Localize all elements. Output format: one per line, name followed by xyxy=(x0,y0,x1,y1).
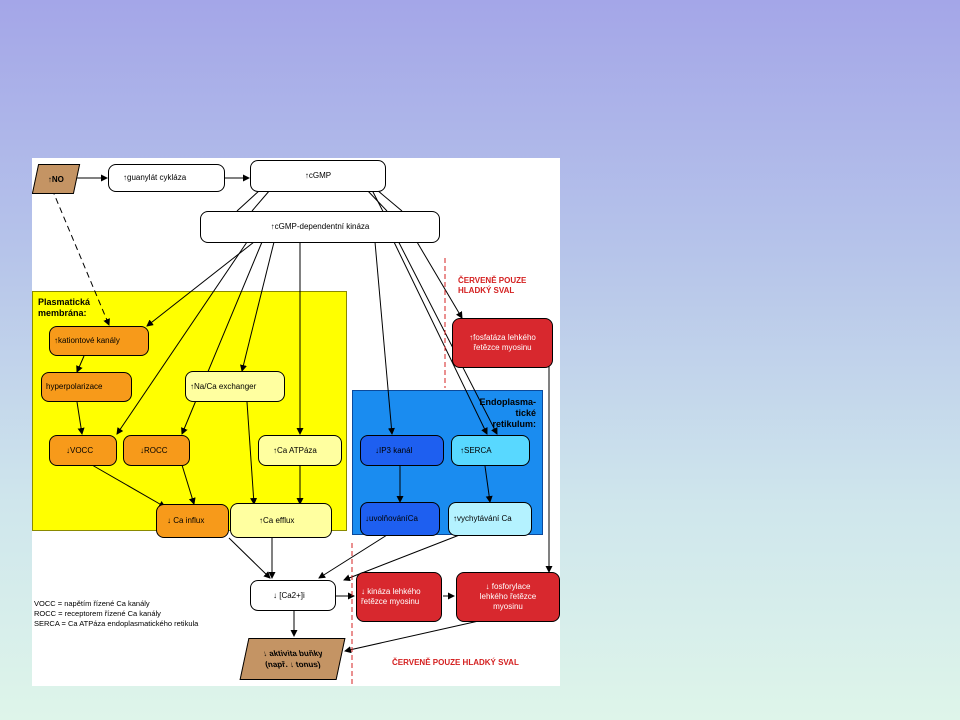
arrow-no-kationtove-dashed xyxy=(51,188,110,326)
fosfataza-line1: ↑fosfatáza lehkého xyxy=(469,333,536,342)
arrow-kinaza-fosfataza xyxy=(416,241,463,319)
legend-line-vocc: VOCC = napětím řízené Ca kanály xyxy=(34,599,150,608)
cgmp-node: ↑cGMP xyxy=(250,160,386,192)
kinaza-lehkeho-node: ↓ kináza lehkého řetězce myosinu xyxy=(356,572,442,622)
ca-efflux-node: ↑Ca efflux xyxy=(230,503,332,538)
kationtove-label: ↑kationtové kanály xyxy=(54,336,120,345)
arrow-kinaza-naca xyxy=(240,241,275,372)
cainflux-label: ↓ Ca influx xyxy=(167,516,205,525)
aktivita-text: ↓ aktivita buňky (např. ↓ tonus) xyxy=(261,648,324,670)
vocc-node: ↓VOCC xyxy=(49,435,117,466)
arrow-kinaza-vocc xyxy=(116,241,248,435)
arrow-kinaza-ip3 xyxy=(374,241,395,435)
hyperpolarizace-node: hyperpolarizace xyxy=(41,372,132,402)
rocc-node: ↓ROCC xyxy=(123,435,190,466)
guanylat-cyklaza-node: ↑guanylát cykláza xyxy=(108,164,225,192)
hyperpolarizace-label: hyperpolarizace xyxy=(46,382,103,391)
line-cgmp-kinaza-2 xyxy=(251,189,271,212)
no-label: ↑NO xyxy=(48,174,64,184)
legend-line-rocc: ROCC = receptorem řízené Ca kanály xyxy=(34,609,161,618)
cgmp-label: ↑cGMP xyxy=(304,171,332,180)
ip3-label: ↓IP3 kanál xyxy=(375,445,413,455)
arrow-uvolnovani-cai xyxy=(318,534,388,579)
cgmp-dependent-kinase-node: ↑cGMP-dependentní kináza xyxy=(200,211,440,243)
arrow-rocc-cainflux xyxy=(181,464,196,505)
kationtove-kanaly-node: ↑kationtové kanály xyxy=(49,326,149,356)
kinaza-label: ↑cGMP-dependentní kináza xyxy=(270,222,370,231)
guanylat-label: ↑guanylát cykláza xyxy=(123,173,187,182)
cai-label: ↓ [Ca2+]i xyxy=(273,590,305,600)
red-note-bottom: ČERVENĚ POUZE HLADKÝ SVAL xyxy=(392,658,519,668)
aktivita-line2: (např. ↓ tonus) xyxy=(263,660,322,669)
endo-label-line1: Endoplasma- xyxy=(479,397,536,407)
vychytavani-label: ↑vychytávání Ca xyxy=(453,514,512,523)
endoplasmic-reticulum-label: Endoplasma- tické retikulum: xyxy=(479,397,536,430)
fosfataza-line2: řetězce myosinu xyxy=(473,343,532,352)
plasma-membrane-label: Plasmatická membrána: xyxy=(38,297,90,319)
uvolnovani-ca-node: ↓uvolňováníCa xyxy=(360,502,440,536)
endo-label-line2: tické xyxy=(515,408,536,418)
plasma-label-line1: Plasmatická xyxy=(38,297,91,307)
serca-node: ↑SERCA xyxy=(451,435,530,466)
naca-exchanger-node: ↑Na/Ca exchanger xyxy=(185,371,285,402)
no-node: ↑NO xyxy=(32,164,81,194)
kinaza-lehkeho-line2: řetězce myosinu xyxy=(361,597,420,606)
arrow-hyperpol-vocc xyxy=(76,401,85,435)
red-note-bottom-text: ČERVENĚ POUZE HLADKÝ SVAL xyxy=(392,658,519,667)
arrow-kinaza-kationtove xyxy=(146,241,255,327)
red-note-top-line1: ČERVENĚ POUZE xyxy=(458,276,527,285)
ca-intracellular-node: ↓ [Ca2+]i xyxy=(250,580,336,611)
plasma-label-line2: membrána: xyxy=(38,308,87,318)
arrow-naca-caefflux xyxy=(246,401,258,505)
arrow-fosforylace-aktivita xyxy=(344,617,493,654)
fosforylace-line2: lehkého řetězce xyxy=(479,592,537,601)
vychytavani-ca-node: ↑vychytávání Ca xyxy=(448,502,532,536)
uvolnovani-label: ↓uvolňováníCa xyxy=(365,514,418,523)
legend-line-serca: SERCA = Ca ATPáza endoplasmatického reti… xyxy=(34,619,199,628)
endo-label-line3: retikulum: xyxy=(492,419,536,429)
caatpaza-label: ↑Ca ATPáza xyxy=(273,445,317,455)
kinaza-lehkeho-line1: ↓ kináza lehkého xyxy=(361,587,421,596)
arrow-kationtove-hyperpol xyxy=(76,355,85,373)
caefflux-label: ↑Ca efflux xyxy=(259,515,295,525)
line-cgmp-kinaza-1 xyxy=(236,189,261,212)
arrow-vocc-cainflux xyxy=(91,464,166,508)
vocc-label: ↓VOCC xyxy=(66,445,94,455)
fosforylace-line3: myosinu xyxy=(493,602,523,611)
ca-atpaza-node: ↑Ca ATPáza xyxy=(258,435,342,466)
ca-influx-node: ↓ Ca influx xyxy=(156,504,229,538)
arrow-kinaza-serca xyxy=(393,241,488,435)
abbreviation-legend: VOCC = napětím řízené Ca kanály ROCC = r… xyxy=(34,599,198,629)
aktivita-bunky-node: ↓ aktivita buňky (např. ↓ tonus) xyxy=(239,638,346,680)
naca-label: ↑Na/Ca exchanger xyxy=(190,381,257,391)
line-cgmp-kinaza-4 xyxy=(376,189,403,212)
signaling-diagram: Plasmatická membrána: Endoplasma- tické … xyxy=(32,158,560,686)
serca-label: ↑SERCA xyxy=(460,445,492,455)
arrow-cainflux-cai xyxy=(228,537,271,579)
red-note-top: ČERVENĚ POUZE HLADKÝ SVAL xyxy=(458,276,526,296)
aktivita-line1: ↓ aktivita buňky xyxy=(261,649,324,658)
rocc-label: ↓ROCC xyxy=(140,445,168,455)
arrow-kinaza-rocc xyxy=(181,241,263,435)
red-note-top-line2: HLADKÝ SVAL xyxy=(458,286,515,295)
fosforylace-node: ↓ fosforylace lehkého řetězce myosinu xyxy=(456,572,560,622)
fosforylace-line1: ↓ fosforylace xyxy=(485,582,531,591)
fosfataza-node: ↑fosfatáza lehkého řetězce myosinu xyxy=(452,318,553,368)
arrow-serca-vychytavani xyxy=(484,465,493,503)
ip3-kanal-node: ↓IP3 kanál xyxy=(360,435,444,466)
